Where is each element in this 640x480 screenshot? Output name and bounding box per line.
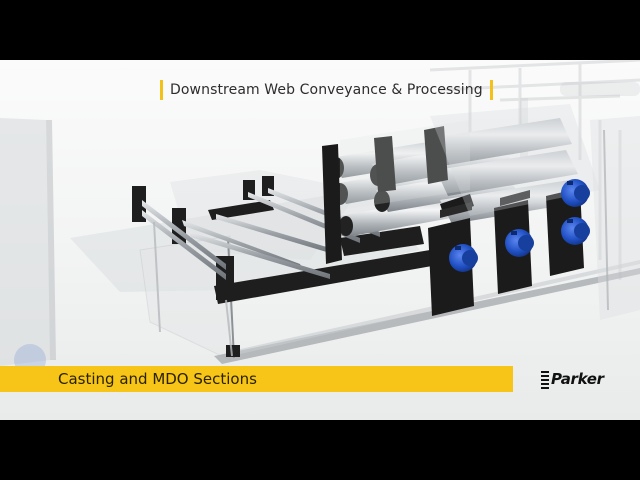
- section-title: Casting and MDO Sections: [58, 370, 257, 388]
- top-caption: Downstream Web Conveyance & Processing: [160, 79, 493, 101]
- brand-logo: Parker: [541, 367, 604, 391]
- parker-mark-icon: [541, 369, 549, 389]
- section-banner: Casting and MDO Sections: [0, 366, 513, 392]
- caption-right-bar: [489, 80, 493, 100]
- video-stage: Downstream Web Conveyance & Processing C…: [0, 60, 640, 420]
- top-caption-text: Downstream Web Conveyance & Processing: [170, 82, 483, 98]
- machine-illustration: [0, 60, 640, 376]
- brand-logo-text: Parker: [551, 370, 604, 388]
- caption-left-bar: [160, 80, 163, 100]
